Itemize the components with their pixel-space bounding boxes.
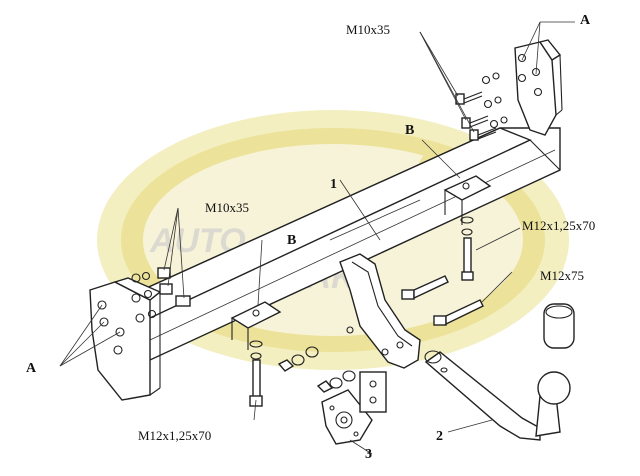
washer xyxy=(481,75,491,85)
label-a-left: A xyxy=(26,361,37,376)
plate-bolts xyxy=(401,275,484,326)
nut xyxy=(131,293,141,303)
socket-plate xyxy=(321,371,387,445)
right-mounting-plate xyxy=(514,39,563,136)
bolt-head xyxy=(401,289,415,300)
washer xyxy=(483,99,493,109)
washer xyxy=(460,216,474,224)
nut xyxy=(135,313,145,323)
labels: A A B B 1 2 3 M10x35 M10x35 M12x1,25x70 … xyxy=(26,13,595,462)
label-b-left: B xyxy=(287,233,296,248)
label-bolt-right-mid: M12x75 xyxy=(540,268,584,283)
washer xyxy=(143,289,153,299)
nut xyxy=(500,116,508,124)
washer xyxy=(305,346,319,358)
label-a-top: A xyxy=(580,13,591,28)
nut xyxy=(494,96,502,104)
bolt xyxy=(463,237,472,275)
washer xyxy=(141,271,151,281)
tow-plate xyxy=(339,253,421,369)
washer xyxy=(461,228,473,236)
tow-ball xyxy=(537,371,571,405)
lower-hardware xyxy=(277,346,356,393)
washer xyxy=(291,354,305,366)
tow-ball-arm xyxy=(424,303,575,441)
washer xyxy=(329,377,343,389)
nut xyxy=(131,273,141,283)
label-bolt-bottom: M12x1,25x70 xyxy=(138,428,211,443)
label-bolt-top: M10x35 xyxy=(346,22,390,37)
ball-cover xyxy=(543,303,575,349)
bolt xyxy=(252,359,261,399)
washer xyxy=(147,309,157,319)
callout-lines xyxy=(59,21,575,455)
bolt xyxy=(455,91,483,105)
label-b-top: B xyxy=(405,123,414,138)
label-part-3: 3 xyxy=(365,447,372,462)
washer xyxy=(342,370,356,382)
left-plate-bolts xyxy=(131,267,191,323)
bolt xyxy=(469,127,497,141)
bolt-head xyxy=(461,271,474,281)
left-mounting-plate xyxy=(89,277,162,401)
label-part-2: 2 xyxy=(436,429,443,444)
label-bolt-right-top: M12x1,25x70 xyxy=(522,218,595,233)
bolt-head xyxy=(433,315,447,326)
washer xyxy=(489,119,499,129)
label-part-1: 1 xyxy=(330,177,337,192)
washer xyxy=(250,352,262,360)
bolt-head xyxy=(159,283,173,295)
bracket-b-top xyxy=(443,175,492,281)
bolt-head xyxy=(175,295,191,307)
washer xyxy=(249,340,263,348)
socket-bracket xyxy=(359,371,387,413)
label-bolt-left: M10x35 xyxy=(205,200,249,215)
nut xyxy=(492,72,500,80)
